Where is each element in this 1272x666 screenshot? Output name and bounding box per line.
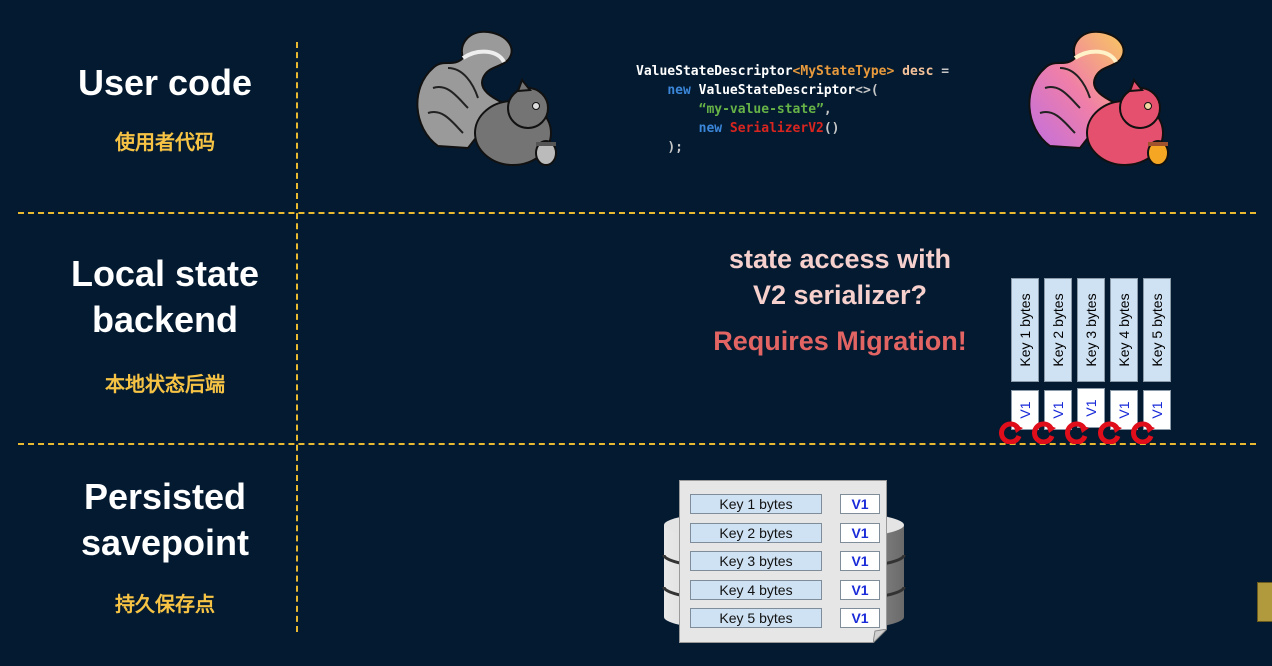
key-cell: Key 4 bytes	[1110, 278, 1138, 382]
version-cell: V1	[1077, 388, 1105, 428]
row-subtitle-savepoint: 持久保存点	[115, 594, 215, 616]
refresh-icon	[1131, 421, 1155, 444]
row-divider-2	[18, 443, 1256, 445]
key-cell: Key 3 bytes	[690, 551, 822, 571]
version-cell: V1	[840, 494, 880, 514]
version-cell: V1	[840, 608, 880, 628]
row-title-local-state: Local state backend	[0, 251, 330, 343]
refresh-icon	[1098, 421, 1122, 444]
row-subtitle-local-state: 本地状态后端	[105, 374, 225, 396]
key-cell: Key 4 bytes	[690, 580, 822, 600]
question-line: state access with	[728, 244, 952, 274]
title-line: savepoint	[80, 522, 250, 563]
migration-question: state access with V2 serializer?	[680, 241, 1000, 313]
code-line-5: );	[667, 140, 683, 155]
page-fold-icon	[873, 629, 887, 643]
code-line-1: ValueStateDescriptor<MyStateType> desc =	[636, 64, 950, 79]
code-line-2: new ValueStateDescriptor<>(	[667, 83, 879, 98]
key-cell: Key 1 bytes	[690, 494, 822, 514]
code-line-3: “my-value-state”,	[698, 102, 832, 117]
title-line: Local state	[70, 253, 260, 294]
version-cell: V1	[840, 551, 880, 571]
row-subtitle-user-code: 使用者代码	[115, 132, 215, 154]
side-tab-handle[interactable]	[1257, 582, 1272, 622]
question-line: V2 serializer?	[752, 280, 928, 310]
refresh-icon	[999, 421, 1023, 444]
key-cell: Key 2 bytes	[690, 523, 822, 543]
refresh-icon	[1032, 421, 1056, 444]
flink-squirrel-icon	[1028, 30, 1169, 166]
migration-warning: Requires Migration!	[713, 326, 967, 356]
key-cell: Key 3 bytes	[1077, 278, 1105, 382]
version-cell: V1	[840, 523, 880, 543]
row-title-user-code: User code	[77, 62, 253, 103]
key-cell: Key 2 bytes	[1044, 278, 1072, 382]
key-cell: Key 1 bytes	[1011, 278, 1039, 382]
refresh-icon	[1065, 421, 1089, 444]
grey-squirrel-icon	[416, 30, 557, 166]
row-divider-1	[18, 212, 1256, 214]
key-cell: Key 5 bytes	[1143, 278, 1171, 382]
code-line-4: new SerializerV2()	[698, 121, 840, 136]
title-line: backend	[91, 299, 239, 340]
key-cell: Key 5 bytes	[690, 608, 822, 628]
row-title-savepoint: Persisted savepoint	[0, 474, 330, 566]
code-snippet: ValueStateDescriptor<MyStateType> desc =…	[636, 62, 949, 157]
title-line: Persisted	[83, 476, 247, 517]
version-cell: V1	[840, 580, 880, 600]
column-divider	[296, 42, 298, 632]
